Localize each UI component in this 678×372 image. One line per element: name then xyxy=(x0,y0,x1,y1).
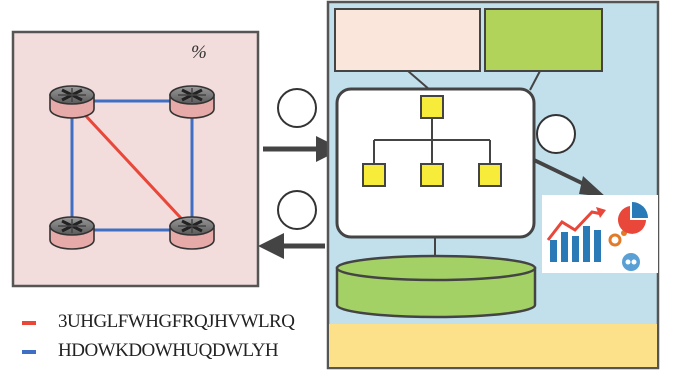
legend-swatch-blue xyxy=(22,350,36,354)
link-diagonal xyxy=(70,99,194,232)
legend-item-alternative: HDOWKDOWHUQDWLYH xyxy=(22,340,312,364)
database-icon xyxy=(335,254,537,319)
router-icon xyxy=(48,215,96,251)
legend-label: HDOWKDOWHUQDWLYH xyxy=(58,340,279,361)
controller-panel xyxy=(326,0,660,370)
step-circle xyxy=(536,114,576,154)
router-icon xyxy=(48,84,96,120)
step-circle xyxy=(277,88,317,128)
flow-arrows xyxy=(258,88,342,259)
legend-swatch-red xyxy=(22,321,36,325)
legend-label: 3UHGLFWHGFRQJHVWLRQ xyxy=(58,311,295,332)
network-panel xyxy=(11,30,260,288)
analytics-dashboard-icon xyxy=(542,195,658,273)
router-icon xyxy=(168,84,216,120)
legend-item-congestion: 3UHGLFWHGFRQJHVWLRQ xyxy=(22,311,312,335)
top-box-peach xyxy=(334,8,481,72)
hierarchy-icon xyxy=(362,95,502,187)
router-icon xyxy=(168,215,216,251)
step-circle xyxy=(277,190,317,230)
footer-band xyxy=(329,324,657,367)
top-box-green xyxy=(484,8,603,72)
percent-label: % xyxy=(191,42,207,63)
